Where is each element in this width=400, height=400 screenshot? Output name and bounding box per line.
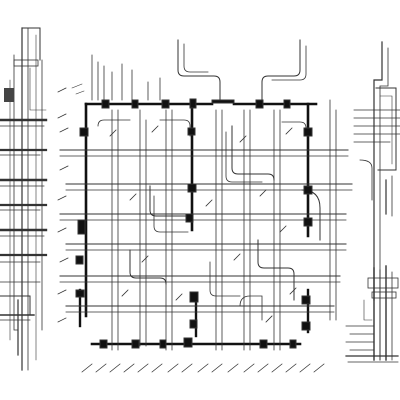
detail-view: [345, 265, 399, 363]
main-plan-view: [57, 39, 353, 373]
right-riser-view: [353, 41, 400, 301]
left-riser-view: [0, 27, 48, 371]
